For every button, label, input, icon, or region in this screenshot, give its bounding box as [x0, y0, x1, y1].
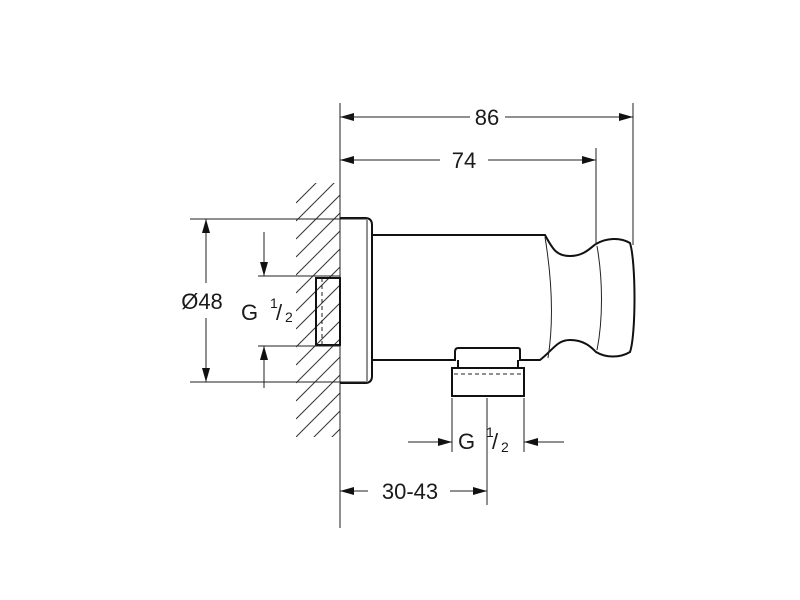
outlet-thread-prefix: G: [458, 429, 475, 454]
dim-diameter-label: Ø48: [181, 289, 223, 314]
dim-74-label: 74: [452, 148, 476, 173]
hose-outlet-thread: [451, 367, 525, 397]
outlet-thread-slash: /: [492, 429, 499, 454]
holder-body: [372, 234, 636, 361]
dim-projection-label: 30-43: [382, 479, 438, 504]
inlet-thread-prefix: G: [241, 300, 258, 325]
inlet-thread-numerator: 1: [270, 295, 278, 311]
outlet-thread-numerator: 1: [486, 424, 494, 440]
inlet-thread-denominator: 2: [285, 309, 293, 325]
rosette-flange: [340, 217, 373, 384]
dim-86-label: 86: [475, 105, 499, 130]
inlet-thread-slash: /: [276, 300, 283, 325]
inlet-thread-nipple: [315, 277, 341, 346]
outlet-thread-denominator: 2: [501, 439, 509, 455]
body-contour-line: [544, 236, 553, 359]
body-contour-line: [596, 245, 602, 351]
wall-hatching: [296, 183, 340, 437]
